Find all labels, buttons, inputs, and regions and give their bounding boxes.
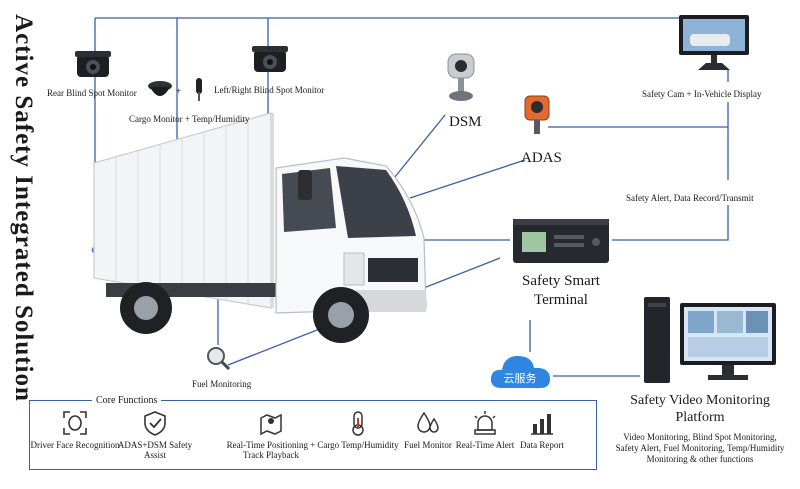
alert-label: Safety Alert, Data Record/Transmit bbox=[626, 193, 754, 203]
core-function-label: Cargo Temp/Humidity bbox=[317, 440, 399, 450]
plus-sign: + bbox=[176, 86, 182, 96]
core-function-alert: Real-Time Alert bbox=[440, 410, 530, 450]
core-function-label: Fuel Monitor bbox=[404, 440, 452, 450]
cargo-monitor-label: Cargo Monitor + Temp/Humidity bbox=[129, 114, 250, 124]
fuel-monitoring-label: Fuel Monitoring bbox=[192, 379, 252, 389]
adas-camera-icon bbox=[524, 95, 550, 134]
display-label: Safety Cam + In-Vehicle Display bbox=[642, 89, 762, 99]
terminal-label: Safety Smart Terminal bbox=[500, 272, 622, 310]
thermometer-icon bbox=[352, 411, 364, 436]
face-scan-icon bbox=[63, 411, 87, 435]
map-pin-icon bbox=[260, 413, 282, 436]
rear-blind-spot-label: Rear Blind Spot Monitor bbox=[47, 88, 137, 98]
rear-camera-icon bbox=[75, 51, 111, 77]
temp-sensor-icon bbox=[196, 78, 202, 101]
core-function-fuel: Fuel Monitor bbox=[383, 410, 473, 450]
dsm-label: DSM bbox=[449, 114, 482, 130]
side-blind-spot-label: Left/Right Blind Spot Monitor bbox=[214, 85, 325, 95]
core-function-label: Real-Time Positioning + Track Playback bbox=[226, 440, 316, 460]
monitoring-pc-icon bbox=[644, 297, 776, 383]
core-function-face: Driver Face Recognition bbox=[30, 410, 120, 450]
side-camera-icon bbox=[252, 46, 288, 72]
platform-title: Safety Video Monitoring Platform bbox=[612, 392, 788, 426]
core-function-label: Driver Face Recognition bbox=[30, 440, 120, 450]
core-function-report: Data Report bbox=[497, 410, 587, 450]
core-functions-box bbox=[29, 400, 597, 470]
cloud-service-icon: 云服务 bbox=[490, 356, 550, 388]
core-function-label: ADAS+DSM Safety Assist bbox=[117, 440, 193, 460]
core-function-safety-assist: ADAS+DSM Safety Assist bbox=[110, 410, 200, 460]
terminal-label-line2: Terminal bbox=[534, 292, 588, 308]
platform-title-line2: Platform bbox=[675, 410, 725, 425]
smart-terminal-icon bbox=[513, 219, 609, 263]
core-functions-title: Core Functions bbox=[92, 395, 162, 406]
bar-chart-icon bbox=[531, 414, 553, 435]
in-vehicle-display-icon bbox=[679, 15, 749, 70]
dome-camera-icon bbox=[148, 81, 172, 96]
shield-check-icon bbox=[144, 411, 166, 436]
alarm-light-icon bbox=[474, 411, 496, 435]
fuel-sensor-icon bbox=[207, 347, 231, 371]
cloud-label: 云服务 bbox=[504, 372, 537, 385]
terminal-label-line1: Safety Smart bbox=[522, 273, 600, 289]
core-function-label: Data Report bbox=[520, 440, 564, 450]
vertical-title: Active Safety Integrated Solution bbox=[8, 14, 38, 402]
core-function-temp: Cargo Temp/Humidity bbox=[313, 410, 403, 450]
platform-title-line1: Safety Video Monitoring bbox=[630, 393, 770, 408]
dsm-camera-icon bbox=[447, 53, 475, 101]
core-function-label: Real-Time Alert bbox=[455, 440, 515, 450]
truck-illustration bbox=[93, 112, 427, 343]
platform-description: Video Monitoring, Blind Spot Monitoring,… bbox=[615, 432, 785, 464]
fuel-drops-icon bbox=[417, 411, 439, 433]
title-text: Active Safety Integrated Solution bbox=[10, 14, 37, 402]
adas-label: ADAS bbox=[521, 150, 562, 166]
core-function-positioning: Real-Time Positioning + Track Playback bbox=[226, 410, 316, 460]
